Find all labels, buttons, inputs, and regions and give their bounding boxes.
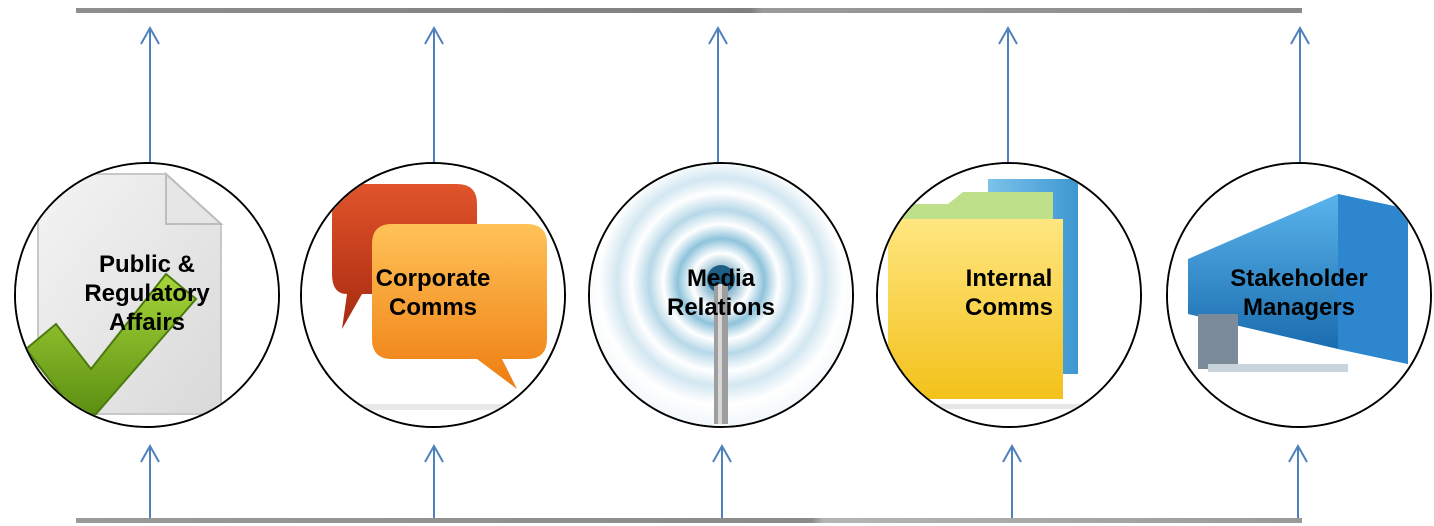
node-circle [300, 162, 566, 428]
node-corporate-comms: Corporate Comms [300, 162, 566, 428]
arrow-in-corporate-comms-head [424, 443, 444, 463]
arrow-in-stakeholder-managers-head [1288, 443, 1308, 463]
arrow-up-stakeholder-managers-head [1290, 25, 1310, 45]
arrow-up-media-relations-head [708, 25, 728, 45]
node-label: Internal Comms [964, 265, 1054, 321]
speech-bubbles-icon [302, 164, 564, 426]
node-public-regulatory-affairs: Public & Regulatory Affairs [14, 162, 280, 428]
node-stakeholder-managers: Stakeholder Managers [1166, 162, 1432, 428]
node-label: Public & Regulatory Affairs [84, 251, 210, 336]
arrow-in-public-regulatory-affairs-head [140, 443, 160, 463]
arrow-up-internal-comms-head [998, 25, 1018, 45]
broadcast-antenna-icon [590, 164, 852, 426]
node-circle [14, 162, 280, 428]
node-label: Media Relations [666, 265, 776, 321]
folder-icon [878, 164, 1140, 426]
top-bar [76, 8, 1302, 13]
arrow-up-corporate-comms-head [424, 25, 444, 45]
node-label: Stakeholder Managers [1230, 265, 1368, 321]
node-media-relations: Media Relations [588, 162, 854, 428]
node-internal-comms: Internal Comms [876, 162, 1142, 428]
node-label: Corporate Comms [375, 265, 491, 321]
document-check-icon [16, 164, 278, 426]
arrow-in-internal-comms-head [1002, 443, 1022, 463]
node-circle [588, 162, 854, 428]
arrow-up-public-regulatory-affairs-head [140, 25, 160, 45]
bottom-bar [76, 518, 1302, 523]
node-circle [876, 162, 1142, 428]
megaphone-icon [1168, 164, 1430, 426]
arrow-in-media-relations-head [712, 443, 732, 463]
node-circle [1166, 162, 1432, 428]
